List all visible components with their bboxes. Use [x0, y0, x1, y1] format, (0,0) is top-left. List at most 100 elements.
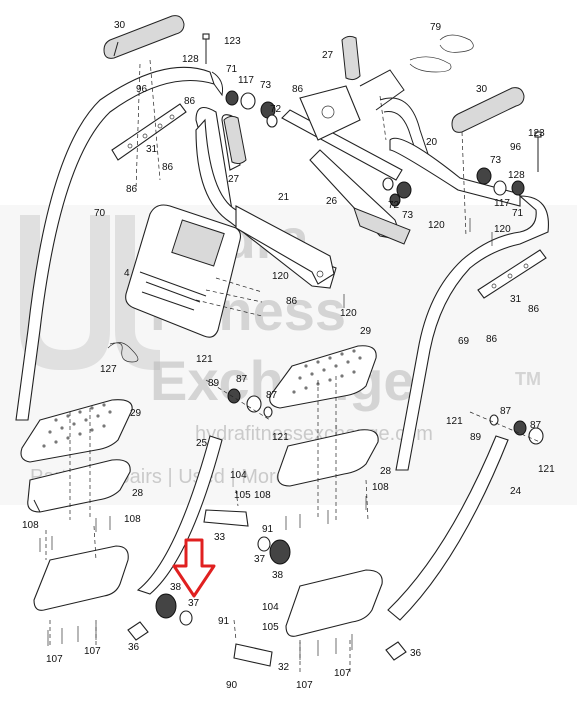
label-29-right: 29: [360, 326, 372, 337]
label-86-c: 86: [126, 184, 138, 195]
label-105-top: 105: [234, 490, 251, 501]
label-30-right: 30: [476, 84, 488, 95]
link-33: [203, 509, 291, 565]
label-108-d: 108: [372, 482, 389, 493]
label-121-d: 121: [538, 464, 555, 475]
label-107-b: 107: [84, 646, 101, 657]
label-32: 32: [278, 662, 290, 673]
label-24: 24: [510, 486, 522, 497]
left-pedal-arm-25: [136, 379, 273, 626]
label-36-left: 36: [128, 642, 140, 653]
label-120-c: 120: [272, 271, 289, 282]
label-91-bottom: 91: [218, 616, 230, 627]
label-96-right: 96: [510, 142, 522, 153]
label-121-c: 121: [446, 416, 463, 427]
label-120-d: 120: [340, 308, 357, 319]
label-127: 127: [100, 364, 117, 375]
label-21: 21: [278, 192, 290, 203]
label-90: 90: [226, 680, 238, 691]
left-foot-plate: [33, 545, 129, 611]
label-86-e: 86: [286, 296, 298, 307]
label-107-c: 107: [296, 680, 313, 691]
label-120-a: 120: [428, 220, 445, 231]
label-26: 26: [326, 196, 338, 207]
label-29-left: 29: [130, 408, 142, 419]
label-87-c: 87: [500, 406, 512, 417]
label-28-right: 28: [380, 466, 392, 477]
cap-36-left: [127, 621, 149, 641]
label-86-f: 86: [528, 304, 540, 315]
label-87-d: 87: [530, 420, 542, 431]
label-73-right: 73: [402, 210, 414, 221]
label-37-top: 37: [254, 554, 266, 565]
right-foot-plate: [285, 569, 383, 637]
label-37-bottom: 37: [188, 598, 200, 609]
label-28-left: 28: [132, 488, 144, 499]
part-labels: 30 128 123 71 117 73 72 96 86 31 86 86 7…: [22, 20, 555, 691]
label-33: 33: [214, 532, 226, 543]
cap-36-right: [385, 641, 407, 661]
label-86-d: 86: [292, 84, 304, 95]
label-89-b: 89: [470, 432, 482, 443]
label-104-bottom: 104: [262, 602, 279, 613]
label-121-a: 121: [196, 354, 213, 365]
label-71-left: 71: [226, 64, 238, 75]
assembly-lines: [45, 59, 387, 672]
label-91-top: 91: [262, 524, 274, 535]
right-pedal-29: [269, 345, 377, 409]
callout-arrow-icon: [172, 538, 216, 598]
label-117-right: 117: [494, 198, 510, 209]
label-104-top: 104: [230, 470, 247, 481]
label-89-a: 89: [208, 378, 220, 389]
label-107-a: 107: [46, 654, 63, 665]
label-70: 70: [94, 208, 106, 219]
hardware-screws: [39, 218, 493, 660]
label-27-top: 27: [322, 50, 334, 61]
label-30-left: 30: [114, 20, 126, 31]
label-38-top: 38: [272, 570, 284, 581]
label-73-right-top: 73: [490, 155, 502, 166]
label-72-right: 72: [388, 200, 400, 211]
label-36-right: 36: [410, 648, 422, 659]
right-pedal-base-28: [277, 429, 379, 487]
label-20: 20: [426, 137, 438, 148]
label-86-b: 86: [162, 162, 174, 173]
label-38-bottom: 38: [170, 582, 182, 593]
label-4: 4: [124, 268, 130, 279]
label-86-g: 86: [486, 334, 498, 345]
label-79: 79: [430, 22, 442, 33]
label-120-b: 120: [494, 224, 511, 235]
label-87-b: 87: [266, 390, 278, 401]
link-32: [233, 643, 273, 667]
label-27-mid: 27: [228, 174, 240, 185]
wire-127: [107, 342, 139, 363]
label-123-right: 123: [528, 128, 545, 139]
label-121-b: 121: [272, 432, 289, 443]
label-87-a: 87: [236, 374, 248, 385]
label-86-a: 86: [184, 96, 196, 107]
label-105-bottom: 105: [262, 622, 279, 633]
right-pedal-arm-24: [387, 411, 544, 621]
label-123-left: 123: [224, 36, 241, 47]
label-107-d: 107: [334, 668, 351, 679]
label-31-right: 31: [510, 294, 522, 305]
label-128-right: 128: [508, 170, 525, 181]
label-117-left: 117: [238, 75, 254, 86]
console-mount-21: [235, 205, 335, 285]
label-31-left: 31: [146, 144, 158, 155]
left-pedal-base-28: [27, 459, 131, 513]
label-108-b: 108: [124, 514, 141, 525]
label-69: 69: [458, 336, 470, 347]
left-upper-arm-70: [15, 15, 278, 421]
right-upper-arm-69: [395, 87, 549, 471]
label-108-c: 108: [254, 490, 271, 501]
label-128-left: 128: [182, 54, 199, 65]
label-73-left: 73: [260, 80, 272, 91]
left-pedal-29: [20, 399, 133, 463]
label-71-right: 71: [512, 208, 524, 219]
label-96-left: 96: [136, 84, 148, 95]
watermark-tm: TM: [515, 369, 541, 389]
label-108-a: 108: [22, 520, 39, 531]
label-25: 25: [196, 438, 208, 449]
